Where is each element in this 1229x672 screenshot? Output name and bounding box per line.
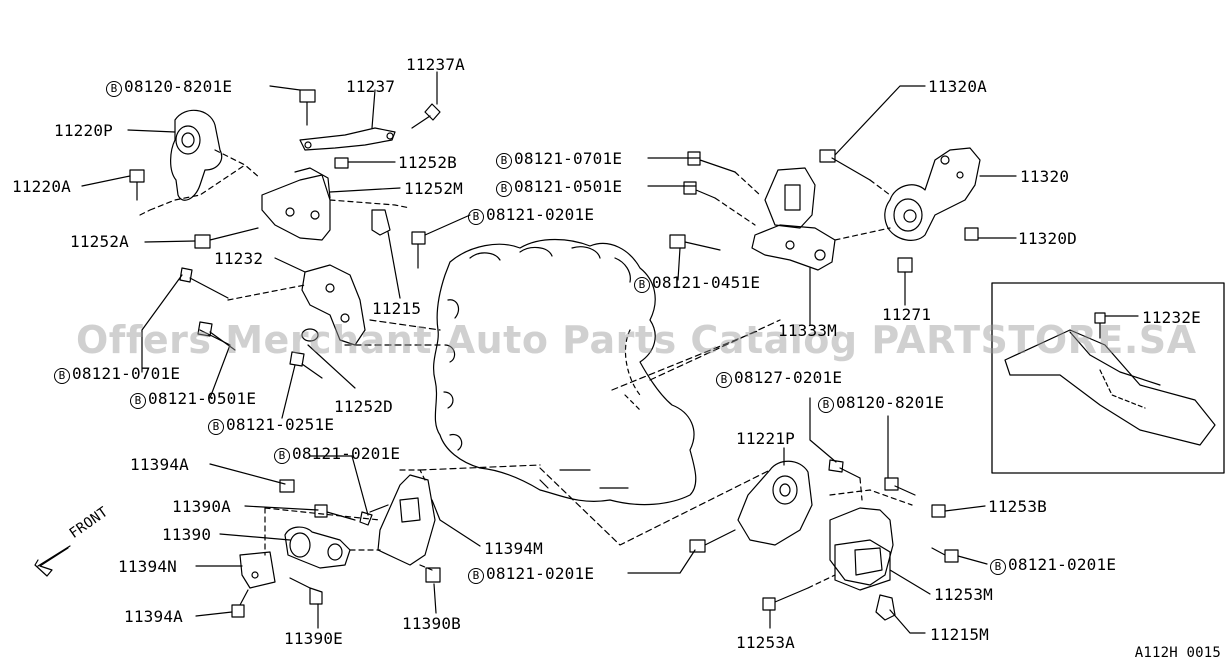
label-11237: 11237: [346, 77, 396, 96]
bolt-marker: B: [106, 81, 122, 97]
label-11390: 11390: [162, 525, 212, 544]
bolt-marker: B: [496, 153, 512, 169]
label-11253M: 11253M: [934, 585, 993, 604]
label-11394N: 11394N: [118, 557, 177, 576]
label-11220A: 11220A: [12, 177, 71, 196]
label-11320D: 11320D: [1018, 229, 1077, 248]
inset-box: [991, 282, 1225, 474]
bracket-11333M: [751, 224, 836, 271]
label-11271: 11271: [882, 305, 932, 324]
label-11252A: 11252A: [70, 232, 129, 251]
label-11232E: 11232E: [1142, 308, 1201, 327]
label-11390E: 11390E: [284, 629, 343, 648]
bolt-marker: B: [818, 397, 834, 413]
bolt-marker: B: [990, 559, 1006, 575]
bolt-marker: B: [716, 372, 732, 388]
front-arrow: [34, 547, 69, 577]
bolt-marker: B: [634, 277, 650, 293]
bolt-marker: B: [468, 209, 484, 225]
mount-11221P: [737, 460, 813, 546]
mount-11220P: [170, 109, 223, 201]
bolt-marker: B: [274, 448, 290, 464]
bracket-11232: [301, 264, 366, 346]
label-11253B: 11253B: [988, 497, 1047, 516]
bolt-marker: B: [468, 568, 484, 584]
label-11252M: 11252M: [404, 179, 463, 198]
label-11320: 11320: [1020, 167, 1070, 186]
bracket-11252M: [261, 174, 331, 241]
label-11215: 11215: [372, 299, 422, 318]
label-11252D: 11252D: [334, 397, 393, 416]
label-11394A-top: 11394A: [130, 455, 189, 474]
bracket-11394N: [239, 551, 276, 589]
label-11394A-bottom: 11394A: [124, 607, 183, 626]
label-11253A: 11253A: [736, 633, 795, 652]
label-11333M: 11333M: [778, 321, 837, 340]
mount-11390: [284, 526, 351, 569]
label-11390B: 11390B: [402, 614, 461, 633]
label-11390A: 11390A: [172, 497, 231, 516]
label-11232: 11232: [214, 249, 264, 268]
label-11221P: 11221P: [736, 429, 795, 448]
bracket-11253M: [834, 539, 891, 591]
label-11237A: 11237A: [406, 55, 465, 74]
label-11394M: 11394M: [484, 539, 543, 558]
label-11215M: 11215M: [930, 625, 989, 644]
transmission-outline: [433, 238, 697, 506]
diagram-id: A112H 0015: [1134, 645, 1221, 661]
bolt-marker: B: [496, 181, 512, 197]
watermark-text: Offers Merchant Auto Parts Catalog PARTS…: [76, 318, 1197, 362]
bolt-marker: B: [130, 393, 146, 409]
mount-11320: [884, 147, 981, 241]
bolt-marker: B: [54, 368, 70, 384]
label-11252B: 11252B: [398, 153, 457, 172]
label-11320A: 11320A: [928, 77, 987, 96]
label-11220P: 11220P: [54, 121, 113, 140]
bracket-11394M: [377, 474, 436, 566]
bolt-marker: B: [208, 419, 224, 435]
